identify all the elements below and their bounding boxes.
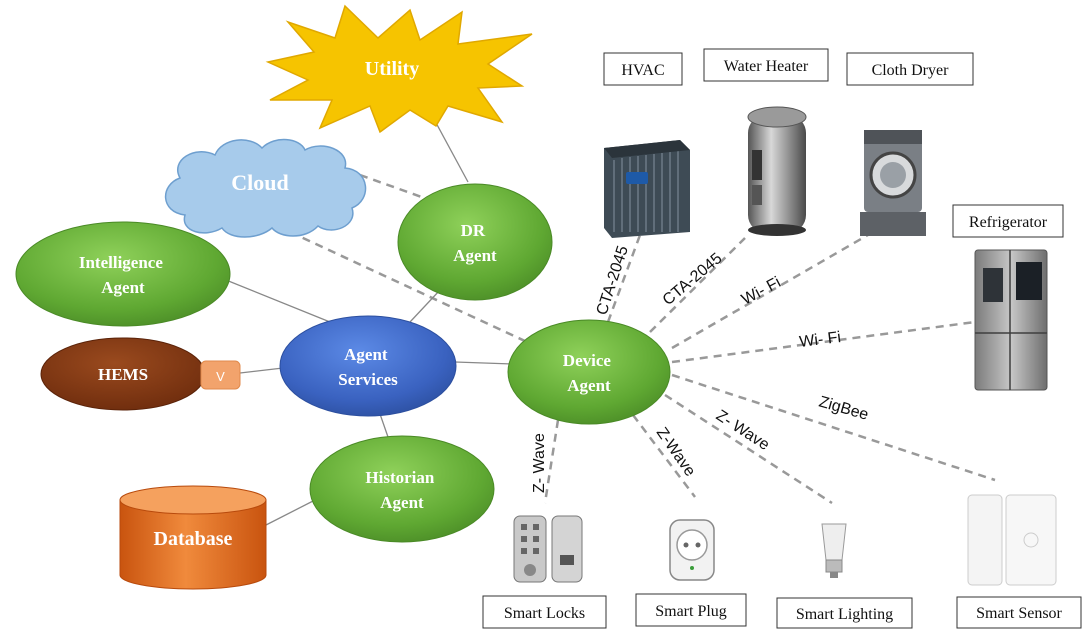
link-label-refrigerator: Wi- Fi [798, 329, 842, 351]
device-agent-label-line1: Device [563, 351, 612, 370]
link-label-sensor: ZigBee [817, 394, 871, 424]
smart-locks-image [513, 515, 583, 583]
device-box-refrigerator: Refrigerator [952, 204, 1064, 238]
line-device-lighting [664, 393, 833, 505]
link-label-clothdryer: Wi- Fi [739, 274, 784, 309]
line-cloud-dr [359, 173, 431, 202]
svg-text:Intelligence Agent: Intelligence Agent [79, 253, 167, 297]
dr-agent-label-line1: DR [461, 221, 486, 240]
svg-text:Historian Agent: Historian Agent [365, 468, 438, 512]
hvac-unit-image [604, 140, 690, 238]
device-box-cloth-dryer: Cloth Dryer [846, 52, 974, 86]
hems-node: HEMS V [40, 337, 241, 411]
intelligence-agent-shape [15, 221, 231, 327]
agent-services-label-line2: Services [338, 370, 398, 389]
dr-agent-node: DR Agent [397, 183, 553, 301]
smart-lighting-image [821, 523, 847, 578]
device-label-smart-sensor: Smart Sensor [976, 605, 1062, 622]
water-heater-image [747, 106, 807, 236]
intelligence-agent-label-line1: Intelligence [79, 253, 163, 272]
smart-plug-image [669, 519, 715, 581]
line-device-plug [632, 414, 696, 498]
line-device-hvac [606, 234, 642, 323]
device-agent-node: Device Agent [507, 319, 671, 425]
line-hems-services [239, 367, 284, 374]
agent-services-label-line1: Agent [344, 345, 388, 364]
hems-label: HEMS [98, 365, 148, 384]
link-label-lighting: Z- Wave [713, 407, 773, 454]
database-label: Database [154, 528, 233, 550]
line-cloud-device [289, 230, 541, 350]
dr-agent-shape [397, 183, 553, 301]
link-label-waterheater: CTA-2045 [660, 250, 726, 309]
line-historian-database [265, 499, 316, 526]
utility-burst-shape [265, 4, 533, 134]
refrigerator-image [974, 249, 1048, 391]
historian-agent-node: Historian Agent [309, 435, 495, 543]
cloud-shape [164, 138, 367, 238]
device-label-water-heater: Water Heater [724, 58, 809, 75]
utility-node: Utility [265, 4, 533, 134]
hems-badge [200, 360, 241, 390]
line-dr-services [409, 289, 441, 323]
agent-services-node: Agent Services [279, 315, 457, 417]
device-label-cloth-dryer: Cloth Dryer [872, 62, 950, 79]
line-device-sensor [671, 373, 996, 482]
link-label-locks: Z- Wave [531, 433, 548, 493]
device-agent-shape [507, 319, 671, 425]
line-device-locks [543, 419, 560, 504]
agent-services-shape [279, 315, 457, 417]
cloud-node: Cloud [164, 138, 367, 238]
cloth-dryer-image [860, 130, 926, 236]
svg-text:DR Agent: DR Agent [453, 221, 497, 265]
database-node: Database [119, 485, 267, 590]
device-agent-label-line2: Agent [567, 376, 611, 395]
line-services-historian [379, 413, 389, 438]
device-box-smart-sensor: Smart Sensor [956, 596, 1082, 629]
device-label-smart-locks: Smart Locks [504, 605, 585, 622]
link-label-hvac: CTA-2045 [594, 244, 632, 318]
hems-badge-label: V [216, 369, 225, 384]
device-label-smart-plug: Smart Plug [655, 603, 727, 620]
utility-label: Utility [365, 58, 419, 80]
device-box-water-heater: Water Heater [703, 48, 829, 82]
device-box-hvac: HVAC [603, 52, 683, 86]
device-box-smart-plug: Smart Plug [635, 593, 747, 627]
device-label-refrigerator: Refrigerator [969, 214, 1048, 231]
database-shape [119, 500, 267, 590]
device-box-smart-locks: Smart Locks [482, 595, 607, 629]
intelligence-agent-label-line2: Agent [101, 278, 145, 297]
device-box-smart-lighting: Smart Lighting [776, 597, 913, 629]
historian-agent-label-line2: Agent [380, 493, 424, 512]
smart-sensor-image [967, 494, 1057, 586]
historian-agent-label-line1: Historian [365, 468, 434, 487]
cloud-label: Cloud [231, 170, 288, 195]
line-services-device [454, 361, 513, 365]
historian-agent-shape [309, 435, 495, 543]
svg-text:Device Agent: Device Agent [563, 351, 615, 395]
intelligence-agent-node: Intelligence Agent [15, 221, 231, 327]
dr-agent-label-line2: Agent [453, 246, 497, 265]
database-top [119, 485, 267, 515]
line-device-clothdryer [671, 226, 881, 350]
connection-lines [225, 107, 996, 526]
device-label-smart-lighting: Smart Lighting [796, 606, 893, 623]
svg-text:Agent Services: Agent Services [338, 345, 398, 389]
device-label-hvac: HVAC [621, 62, 664, 79]
line-device-refrigerator [671, 320, 976, 364]
line-intelligence-services [225, 279, 331, 323]
